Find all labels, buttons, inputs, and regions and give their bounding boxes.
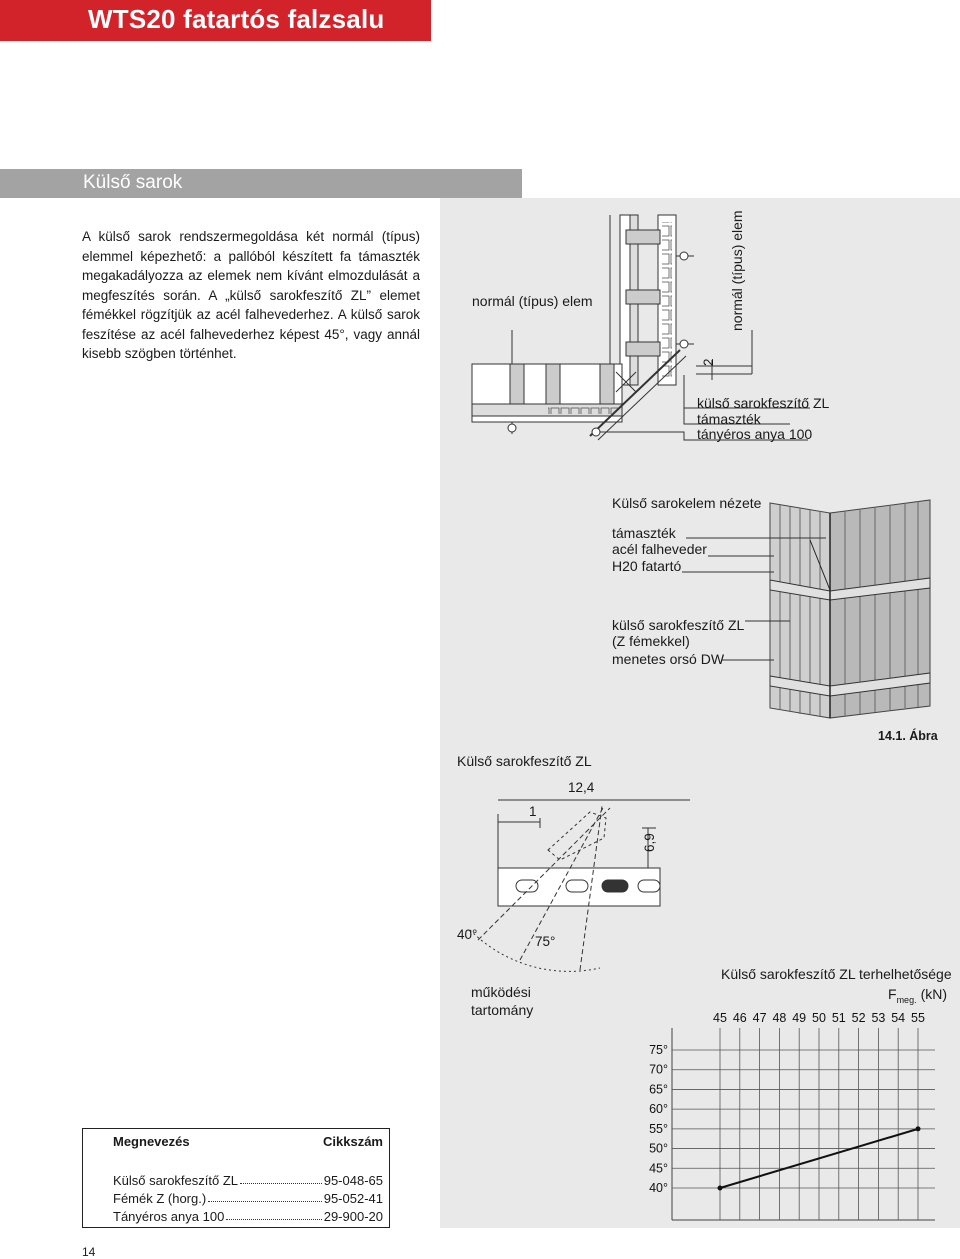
plan-callout-nut: tányéros anya 100 — [697, 426, 813, 442]
corner-callout-h20: H20 fatartó — [612, 558, 682, 574]
corner-callout-spindle: menetes orsó DW — [612, 651, 725, 667]
range-label-2: tartomány — [471, 1002, 534, 1018]
y-tick-label: 75° — [649, 1043, 668, 1057]
section-title: Külső sarok — [83, 172, 183, 193]
zl-detail-drawing — [469, 799, 690, 972]
parts-row-code: 29-900-20 — [323, 1209, 383, 1224]
y-tick-label: 55° — [649, 1122, 668, 1136]
load-chart-marks: 45 46 47 48 49 50 51 52 53 54 55 75° 70° 65° 60° 55° 50°… — [649, 1011, 935, 1220]
x-tick-label: 53 — [871, 1011, 885, 1025]
corner-callout-waler: acél falheveder — [612, 541, 707, 557]
parts-row: Fémék Z (horg.) 95-052-41 — [113, 1191, 383, 1206]
range-label-1: működési — [471, 984, 531, 1000]
unit-rest: (kN) — [920, 986, 948, 1002]
y-tick-label: 70° — [649, 1063, 668, 1077]
plan-view-drawing — [471, 214, 810, 441]
parts-table: Megnevezés Cikkszám Külső sarokfeszítő Z… — [82, 1128, 390, 1228]
plan-callout-support: támaszték — [697, 411, 761, 427]
x-tick-label: 48 — [772, 1011, 786, 1025]
load-line — [719, 1127, 919, 1189]
plan-label-left: normál (típus) elem — [472, 293, 593, 309]
parts-header-name: Megnevezés — [113, 1134, 190, 1149]
x-tick-label: 55 — [911, 1011, 925, 1025]
intro-paragraph: A külső sarok rendszermegoldása két norm… — [82, 229, 420, 361]
section-header: Külső sarok — [0, 169, 522, 198]
plan-label-right: normál (típus) elem — [729, 210, 745, 331]
y-tick-label: 65° — [649, 1082, 668, 1096]
corner-callout-zl: külső sarokfeszítő ZL — [612, 617, 745, 633]
x-tick-label: 45 — [713, 1011, 727, 1025]
load-point — [915, 1126, 921, 1132]
figure-number: 14.1. Ábra — [878, 729, 938, 743]
zl-angle-40: 40° — [457, 927, 478, 942]
parts-row: Külső sarokfeszítő ZL 95-048-65 — [113, 1173, 383, 1188]
corner-view-title: Külső sarokelem nézete — [612, 495, 762, 511]
x-tick-label: 52 — [852, 1011, 866, 1025]
load-chart-grid — [671, 1028, 935, 1221]
plan-callout-zl: külső sarokfeszítő ZL — [697, 395, 830, 411]
parts-row: Tányéros anya 100 29-900-20 — [113, 1209, 383, 1224]
page-title: WTS20 fatartós falzsalu — [88, 4, 385, 34]
zl-dim-c: 6,9 — [642, 833, 657, 852]
x-tick-label: 49 — [792, 1011, 806, 1025]
corner-elevation-drawing — [682, 499, 931, 719]
parts-row-name: Tányéros anya 100 — [113, 1209, 225, 1224]
parts-row-name: Fémék Z (horg.) — [113, 1191, 207, 1206]
y-tick-label: 45° — [649, 1161, 668, 1175]
load-chart-title: Külső sarokfeszítő ZL terhelhetősége — [721, 966, 952, 982]
load-chart-unit: Fmeg.(kN) — [888, 986, 948, 1005]
parts-row-name: Külső sarokfeszítő ZL — [113, 1173, 238, 1188]
x-tick-label: 46 — [733, 1011, 747, 1025]
parts-header-code: Cikkszám — [323, 1134, 383, 1149]
parts-row-code: 95-048-65 — [323, 1173, 383, 1188]
corner-callout-wedges: (Z fémekkel) — [612, 633, 690, 649]
plan-dim-2: 2 — [701, 358, 716, 366]
x-tick-label: 54 — [891, 1011, 905, 1025]
zl-dim-a: 12,4 — [568, 780, 595, 795]
page-title-bar: WTS20 fatartós falzsalu — [0, 0, 431, 41]
zl-detail-title: Külső sarokfeszítő ZL — [457, 753, 592, 769]
zl-angle-75: 75° — [535, 934, 556, 949]
page-number: 14 — [82, 1245, 96, 1259]
load-point — [717, 1185, 723, 1191]
corner-callout-support: támaszték — [612, 525, 676, 541]
x-tick-label: 50 — [812, 1011, 826, 1025]
y-tick-label: 60° — [649, 1102, 668, 1116]
x-tick-label: 47 — [753, 1011, 767, 1025]
x-tick-label: 51 — [832, 1011, 846, 1025]
y-tick-label: 40° — [649, 1181, 668, 1195]
y-tick-label: 50° — [649, 1142, 668, 1156]
zl-dim-b: 1 — [529, 804, 537, 819]
parts-row-code: 95-052-41 — [323, 1191, 383, 1206]
